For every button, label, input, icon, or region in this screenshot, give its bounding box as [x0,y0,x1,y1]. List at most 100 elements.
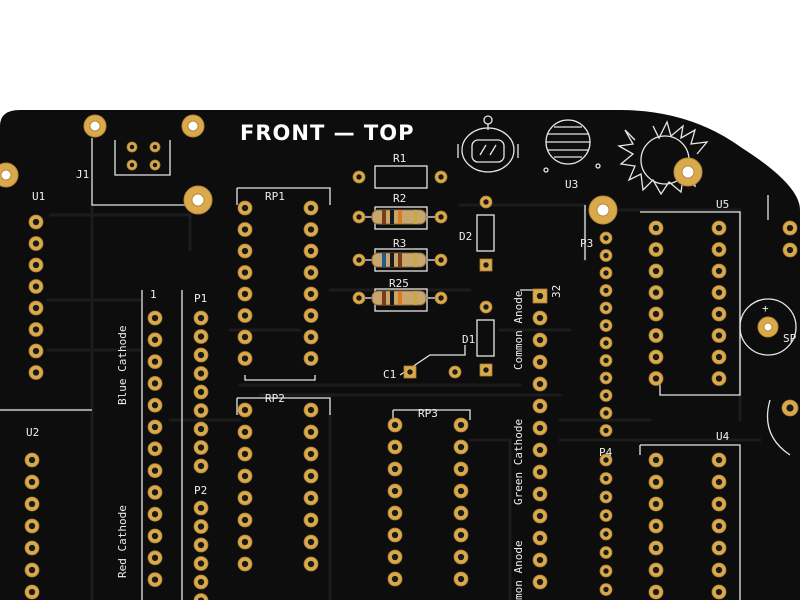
pad-hole [438,174,444,180]
pad-hole [151,489,159,496]
pad-hole [356,295,362,301]
pad-hole [715,456,723,464]
pad-hole [603,475,609,482]
pad-hole [457,443,465,451]
pad-hole [307,290,315,298]
pad-hole [241,560,249,568]
pad-hole [356,257,362,263]
pad-hole [241,516,249,524]
pad-hole [241,204,249,212]
robot-head-logo [457,115,519,173]
pad-hole [603,494,609,500]
pad-hole [241,472,249,480]
pad-hole [28,544,36,552]
pad-hole [715,332,723,339]
label-p1: P1 [194,292,207,305]
pad-hole [536,556,544,564]
label-p2: P2 [194,484,207,497]
pad-hole [603,549,609,556]
label-j1: J1 [76,168,89,181]
pad-hole [715,588,723,596]
label-sp: SP [783,332,797,345]
pad-hole [457,487,465,495]
label-rp3: RP3 [418,407,438,420]
pad-hole [438,257,444,263]
label-p3: P3 [580,237,593,250]
pad-hole [536,512,544,520]
pad-hole [241,428,249,436]
pad-hole [652,353,660,361]
pad-hole [241,538,249,546]
pad-hole [391,421,399,429]
pad-hole [652,588,660,596]
pad-hole [536,424,544,432]
pad-hole [652,375,660,382]
label-r3: R3 [393,237,406,250]
pad-hole [241,494,249,502]
board-labels: FRONT — TOP J1 U1 U2 U3 U4 U5 RP1 RP2 RP… [26,121,797,600]
pad-hole [457,421,465,429]
pad-hole [536,336,544,344]
pad-hole [32,304,40,312]
pad-hole [307,538,315,546]
pad-hole [307,516,315,524]
pad-hole [151,314,159,322]
pad-hole [715,478,723,486]
pad-hole [32,261,40,269]
label-u1: U1 [32,190,45,203]
pad-hole [129,144,135,150]
pad-hole [715,310,723,318]
pad-hole [32,283,40,290]
pad-hole [151,511,159,518]
pad-hole [715,289,723,296]
p2-pad [193,593,209,600]
pad-hole [307,312,315,319]
pad-hole [307,560,315,568]
pad-hole [536,534,544,542]
pad-hole [307,472,315,480]
pad-hole [603,235,609,241]
pad-hole [241,450,249,458]
pad-hole [241,269,249,276]
pad-hole [715,375,723,382]
pad-hole [652,544,660,552]
pad-hole [151,423,159,431]
label-pin1: 1 [150,288,157,301]
pad-hole [151,532,159,540]
pad-hole [197,388,205,396]
pad-hole [241,333,249,341]
pad-hole [652,224,660,232]
pad-hole [241,312,249,319]
label-common-anode-bottom: mon Anode [512,540,525,600]
pad-hole [197,333,205,340]
pad-hole [603,270,609,276]
label-u4: U4 [716,430,730,443]
pad-hole [786,224,794,232]
pad-hole [536,358,544,366]
pad-hole [407,369,413,375]
pad-hole [457,531,465,539]
pad-hole [197,370,205,377]
pad-hole [197,444,205,451]
label-u3: U3 [565,178,578,191]
pad-hole [356,174,362,180]
pad-hole [307,226,315,233]
label-d1: D1 [462,333,475,346]
pad-hole [457,509,465,517]
pad-hole [307,269,315,276]
pad-hole [391,553,399,561]
pad-hole [536,292,544,300]
pad-hole [151,402,159,409]
pad-hole [241,247,249,255]
pad-hole [715,246,723,253]
pad-hole [152,144,158,150]
pad-hole [603,410,609,416]
solder-pads [24,141,799,600]
label-green-cathode: Green Cathode [512,419,525,505]
label-u5: U5 [716,198,729,211]
pad-hole [391,443,399,451]
pad-hole [652,332,660,339]
pad-hole [307,355,315,362]
pad-hole [715,566,723,574]
pad-hole [457,465,465,473]
